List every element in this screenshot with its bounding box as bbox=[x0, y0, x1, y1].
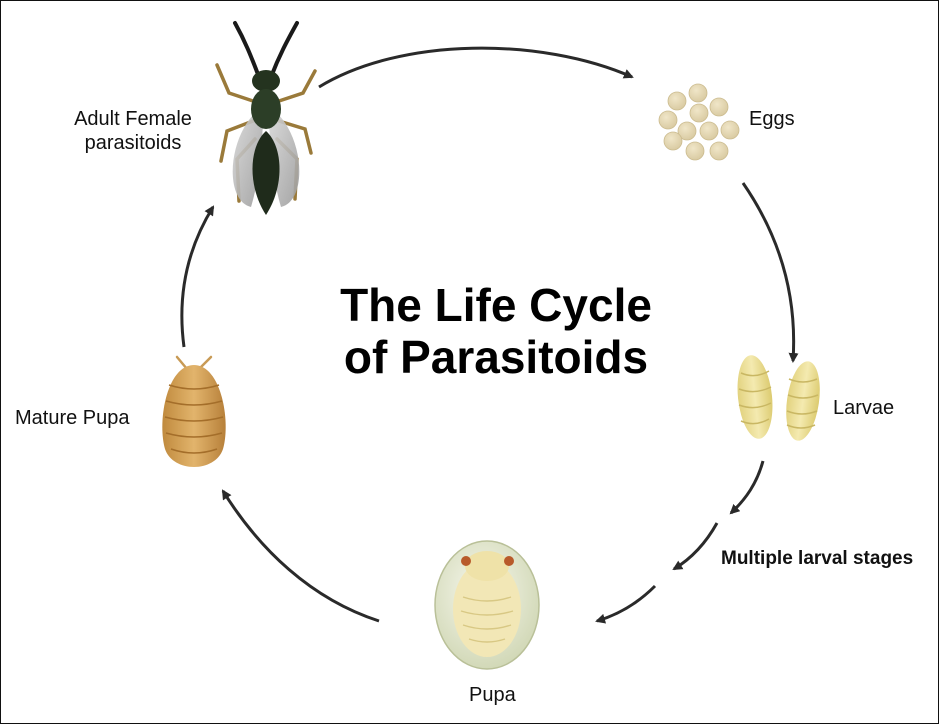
larvae-icon bbox=[734, 353, 825, 442]
stage-label-larvae: Larvae bbox=[833, 396, 894, 420]
diagram-title: The Life Cycle of Parasitoids bbox=[261, 279, 731, 383]
title-line-1: The Life Cycle bbox=[261, 279, 731, 331]
pupa-icon bbox=[435, 541, 539, 669]
stage-label-eggs: Eggs bbox=[749, 107, 795, 131]
mature-pupa-icon bbox=[162, 357, 225, 467]
stage-label-mature-pupa: Mature Pupa bbox=[15, 406, 130, 430]
arrow-pupa-to-mature-pupa bbox=[223, 491, 379, 621]
eggs-icon bbox=[659, 84, 739, 160]
arrow-larvae-to-stages bbox=[731, 461, 763, 513]
arrow-eggs-to-larvae bbox=[743, 183, 794, 361]
stage-label-larval-stages: Multiple larval stages bbox=[721, 547, 913, 571]
stage-label-adult: Adult Female parasitoids bbox=[53, 107, 213, 155]
arrow-mature-pupa-to-adult bbox=[182, 207, 213, 347]
arrow-stages-to-pupa-lower bbox=[597, 586, 655, 621]
stage-label-pupa: Pupa bbox=[469, 683, 516, 707]
arrow-stages-to-pupa-upper bbox=[674, 523, 717, 569]
title-line-2: of Parasitoids bbox=[261, 331, 731, 383]
wasp-icon bbox=[217, 23, 315, 215]
arrow-adult-to-eggs bbox=[319, 48, 632, 87]
